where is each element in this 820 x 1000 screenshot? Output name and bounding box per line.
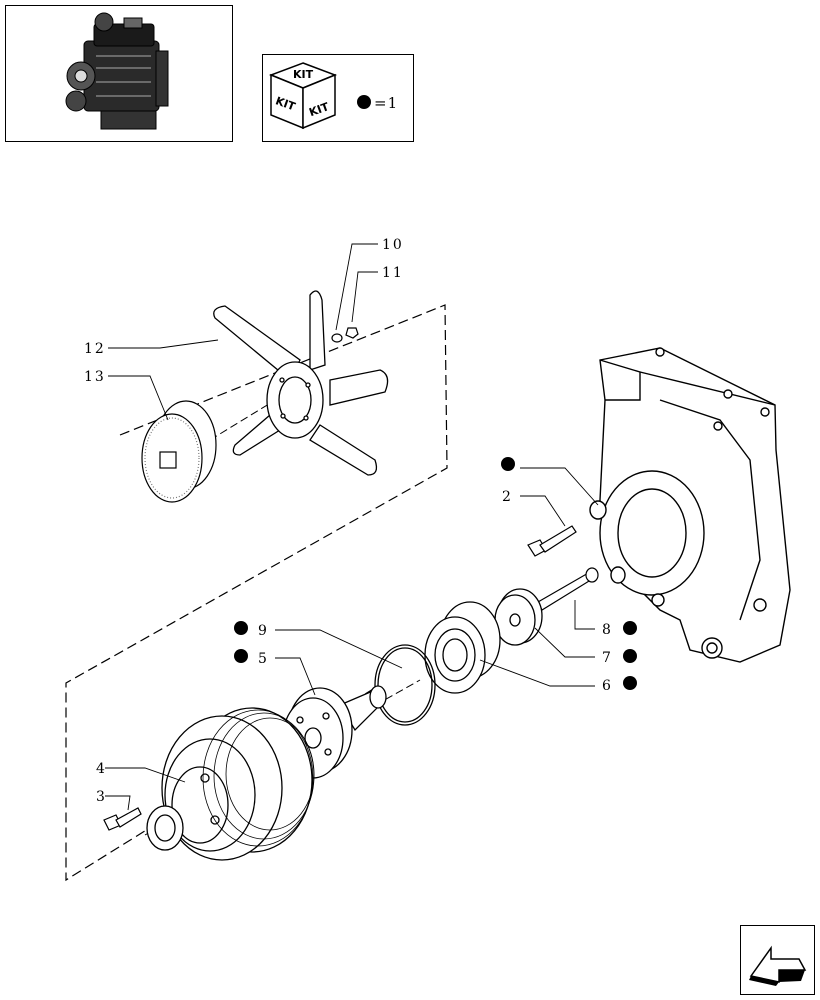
kit-label-top: KIT (293, 68, 314, 81)
callout-12: 12 (84, 341, 106, 357)
washer-7 (494, 588, 543, 646)
callout-9: 9 (258, 623, 269, 639)
fan-blade-assembly (213, 290, 389, 476)
kit-legend-box: KIT KIT KIT =1 (262, 54, 414, 142)
water-pump-bracket (589, 347, 791, 663)
bolt-2 (527, 525, 577, 557)
callout-3: 3 (96, 789, 107, 805)
callout-5: 5 (258, 651, 269, 667)
bearing-6 (424, 601, 501, 694)
callout-6: 6 (602, 678, 613, 694)
kit-legend-text: =1 (374, 94, 398, 112)
kit-bullet-icon (357, 95, 371, 109)
next-page-arrow-icon (749, 945, 807, 986)
callout-13: 13 (84, 369, 106, 385)
engine-thumbnail-box (5, 5, 233, 142)
circlip-9 (374, 644, 436, 726)
bolt-8 (537, 567, 599, 611)
pulley-grooves (202, 709, 315, 847)
callout-11: 11 (382, 265, 404, 281)
kit-bullets (234, 457, 637, 690)
next-page-button[interactable] (740, 925, 815, 995)
callout-7: 7 (602, 650, 613, 666)
pump-shaft-5 (282, 685, 387, 779)
viscous-coupling (141, 400, 217, 503)
fan-nut-and-washer (331, 327, 359, 343)
engine-thumbnail-icon (65, 12, 169, 130)
kit-cube-icon (268, 62, 338, 130)
callout-10: 10 (382, 237, 404, 253)
leader-lines (105, 243, 599, 811)
callout-2: 2 (502, 489, 513, 505)
bolt-3 (103, 807, 142, 831)
callout-4: 4 (96, 761, 107, 777)
dashed-assembly-outline (65, 304, 448, 882)
callout-8: 8 (602, 622, 613, 638)
